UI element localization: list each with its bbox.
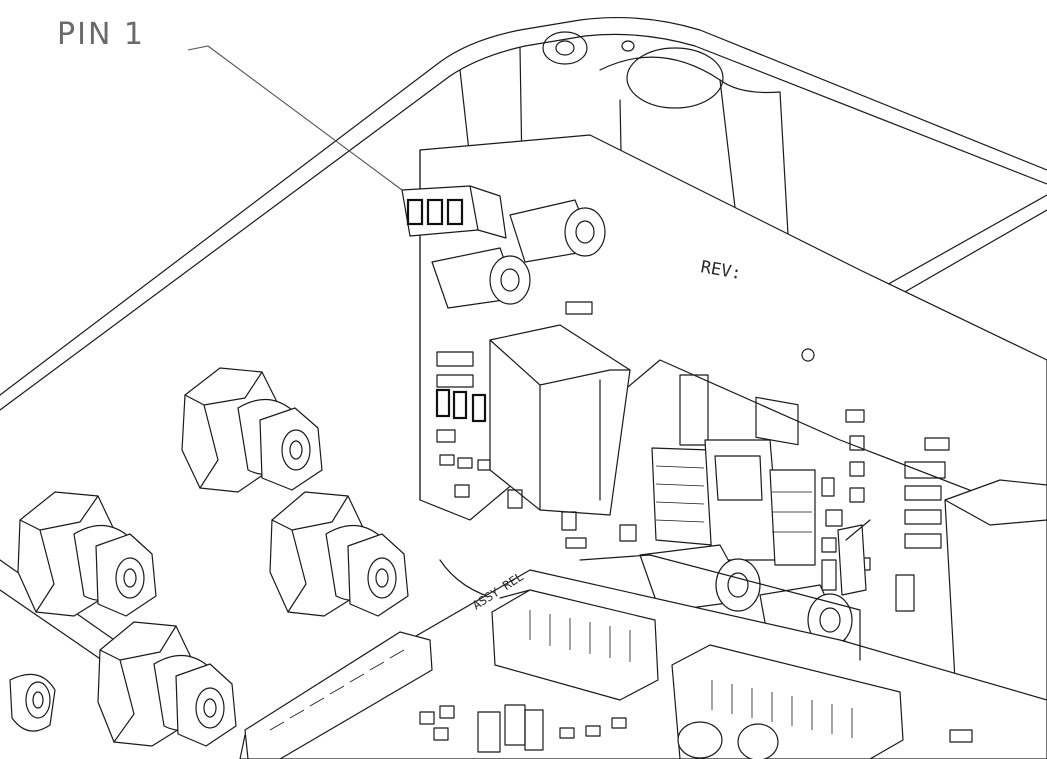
pin1-leader-line — [187, 45, 403, 191]
jumper — [821, 519, 871, 596]
hex-bolt-1 — [181, 367, 323, 493]
standoff-small — [9, 673, 56, 732]
smd-parts — [435, 301, 950, 612]
header-lower-right — [671, 644, 904, 759]
inductor-bottom-1 — [639, 544, 761, 613]
header-lower-left — [244, 631, 433, 759]
inductor-top — [509, 199, 606, 263]
header-lower-mid — [491, 589, 659, 701]
hex-bolt-2 — [17, 491, 157, 617]
lower-parts — [419, 704, 973, 759]
pin1-connector — [401, 185, 507, 239]
hex-bolt-3 — [269, 491, 409, 617]
enclosure-shell — [0, 16, 1047, 701]
vertical-socket — [651, 439, 816, 566]
pin1-callout-label: PIN 1 — [57, 17, 145, 52]
inductor-left — [431, 247, 531, 309]
hex-bolt-4 — [97, 621, 237, 747]
